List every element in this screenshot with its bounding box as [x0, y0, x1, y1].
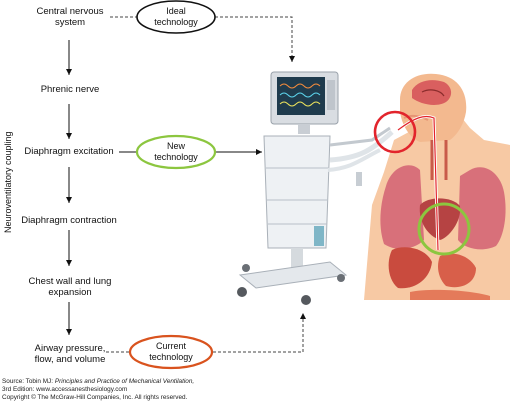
new-technology-oval	[135, 134, 217, 170]
step-chest-wall-lung-expansion: Chest wall and lung expansion	[28, 276, 112, 298]
step-central-nervous-system: Central nervous system	[36, 6, 104, 28]
ideal-technology-oval	[136, 0, 216, 34]
source-edition-line: 3rd Edition: www.accessanesthesiology.co…	[2, 386, 128, 393]
new-technology-label: New technology	[154, 141, 198, 162]
diaphragm-highlight-circle	[417, 202, 471, 256]
connector-current-to-ventilator	[213, 313, 306, 353]
step-phrenic-nerve: Phrenic nerve	[40, 84, 100, 95]
ideal-technology-label: Ideal technology	[154, 6, 198, 27]
step-airway-pressure-flow-volume: Airway pressure, flow, and volume	[34, 343, 106, 365]
ventilator-illustration	[237, 71, 394, 305]
copyright-notice: Copyright © The McGraw-Hill Companies, I…	[2, 394, 188, 401]
monitor-screen	[277, 77, 325, 115]
current-technology-oval	[128, 334, 214, 370]
neuroventilatory-coupling-label: Neuroventilatory coupling	[3, 131, 13, 233]
source-citation: Source: Tobin MJ: Principles and Practic…	[2, 378, 195, 385]
connector-ideal-to-ventilator	[215, 16, 295, 62]
step-diaphragm-excitation: Diaphragm excitation	[24, 146, 114, 157]
step-diaphragm-contraction: Diaphragm contraction	[21, 215, 117, 226]
patient-illustration	[364, 73, 510, 300]
airway-highlight-circle	[373, 110, 417, 154]
current-technology-label: Current technology	[149, 341, 193, 362]
